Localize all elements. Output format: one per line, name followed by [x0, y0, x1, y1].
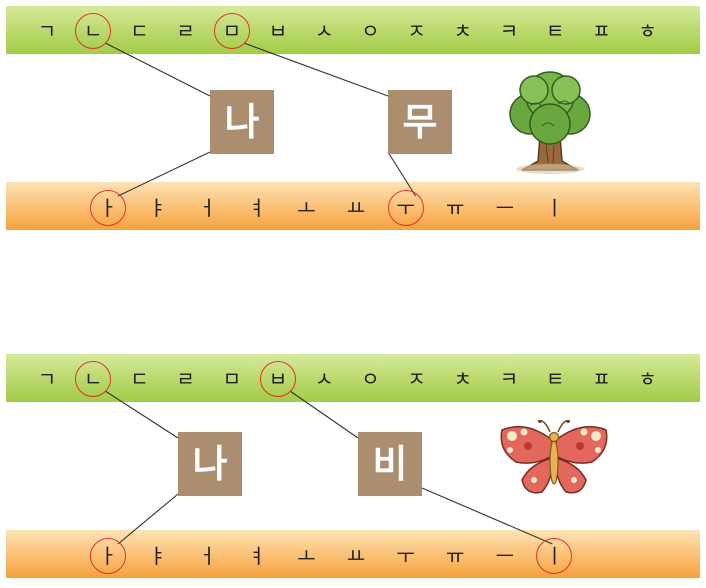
vowel-6: ㅛ — [346, 544, 366, 568]
consonant-12: ㅌ — [545, 367, 565, 391]
consonant-2: ㄴ — [75, 13, 112, 49]
consonant-7: ㅅ — [314, 367, 334, 391]
vowel-8: ㅠ — [445, 544, 465, 568]
consonant-2: ㄴ — [75, 361, 112, 397]
consonant-4: ㄹ — [176, 367, 195, 391]
vowel-connector-line — [387, 151, 417, 197]
vowel-5: ㅗ — [297, 196, 316, 220]
consonant-bar — [6, 6, 700, 54]
tree-icon — [509, 71, 591, 174]
consonant-7: ㅅ — [314, 19, 334, 43]
vowel-10: ㅣ — [545, 196, 564, 220]
vowel-connector-line — [117, 151, 211, 197]
consonant-10: ㅊ — [453, 367, 472, 391]
vowel-6: ㅛ — [346, 196, 366, 220]
vowel-connector-line — [117, 493, 179, 545]
connector-lines — [104, 390, 553, 545]
consonant-11: ㅋ — [499, 367, 519, 391]
vowel-9: ㅡ — [495, 196, 514, 220]
consonant-6: ㅂ — [268, 19, 288, 43]
vowel-4: ㅕ — [247, 544, 266, 568]
consonant-3: ㄷ — [130, 19, 149, 43]
syllable-box-1: 나 — [178, 432, 242, 496]
consonant-bar — [6, 354, 700, 402]
consonant-10: ㅊ — [453, 19, 472, 43]
vowel-3: ㅓ — [197, 196, 217, 220]
consonant-connector-line — [104, 390, 179, 439]
butterfly-icon — [500, 420, 608, 494]
consonant-connector-line — [289, 390, 359, 439]
vowel-7: ㅜ — [396, 544, 415, 568]
syllable-box-2: 무 — [388, 90, 452, 154]
consonant-6: ㅂ — [260, 361, 296, 397]
vowel-10: ㅣ — [536, 538, 573, 574]
vowel-1: ㅏ — [90, 190, 126, 226]
connector-lines — [104, 42, 417, 197]
syllable-box-2: 비 — [358, 432, 422, 496]
syllable-box-1: 나 — [210, 90, 274, 154]
consonant-14: ㅎ — [638, 367, 657, 391]
consonant-3: ㄷ — [130, 367, 149, 391]
consonant-13: ㅍ — [592, 367, 611, 391]
vowel-9: ㅡ — [495, 544, 514, 568]
vowel-4: ㅕ — [247, 196, 266, 220]
vowel-3: ㅓ — [197, 544, 217, 568]
consonant-4: ㄹ — [176, 19, 195, 43]
vowel-8: ㅠ — [445, 196, 465, 220]
vowel-7: ㅜ — [387, 190, 424, 226]
consonant-13: ㅍ — [592, 19, 611, 43]
vowel-2: ㅑ — [148, 544, 167, 568]
consonant-1: ㄱ — [37, 367, 57, 391]
consonant-1: ㄱ — [37, 19, 57, 43]
consonant-14: ㅎ — [638, 19, 657, 43]
vowel-5: ㅗ — [297, 544, 316, 568]
consonant-connector-line — [104, 42, 211, 97]
consonant-8: ㅇ — [361, 19, 380, 43]
consonant-11: ㅋ — [499, 19, 519, 43]
consonant-connector-line — [243, 42, 389, 97]
consonant-5: ㅁ — [213, 13, 250, 49]
consonant-12: ㅌ — [545, 19, 565, 43]
consonant-9: ㅈ — [407, 19, 426, 43]
consonant-9: ㅈ — [407, 367, 426, 391]
consonant-8: ㅇ — [361, 367, 380, 391]
vowel-2: ㅑ — [148, 196, 167, 220]
vowel-1: ㅏ — [90, 538, 126, 574]
vowel-connector-line — [421, 487, 553, 545]
consonant-5: ㅁ — [222, 367, 241, 391]
